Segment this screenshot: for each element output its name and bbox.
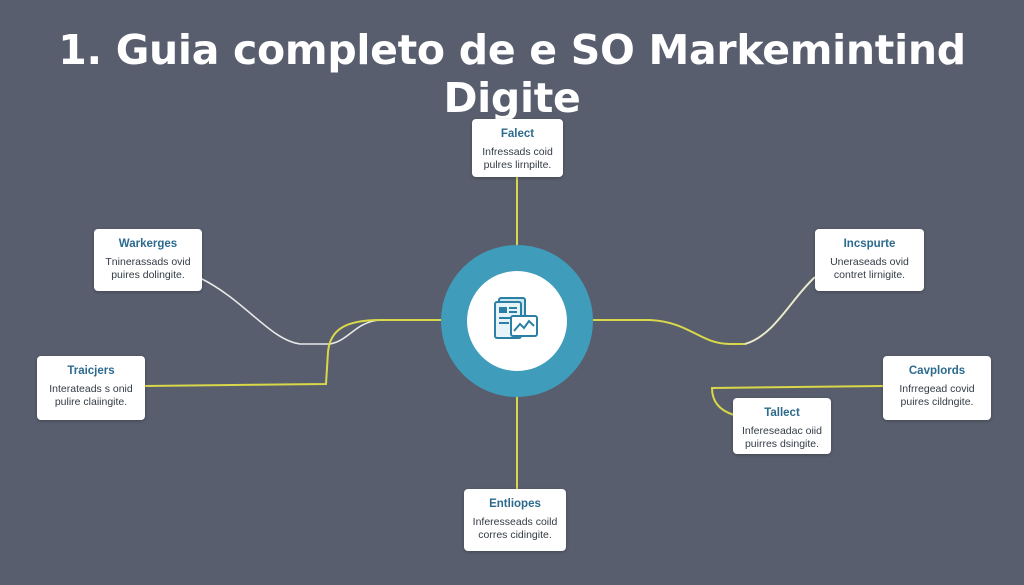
node-right-lower-title: Cavplords [908, 365, 966, 377]
node-top-line2: pulres lirnpilte. [483, 159, 552, 171]
node-left-upper-line1: Tninerassads ovid [105, 256, 191, 268]
hub-inner-circle [467, 271, 567, 371]
node-bottom-line2: corres cidingite. [478, 529, 552, 541]
node-top-title: Falect [500, 128, 535, 140]
node-left-upper: Warkerges Tninerassads ovid puires dolin… [94, 229, 202, 291]
page-title: 1. Guia completo de e SO Markemintind Di… [58, 26, 966, 122]
node-right-lower-line1: Infrregead covid [899, 383, 975, 395]
node-right-lower-line2: puires cildngite. [900, 396, 974, 408]
connector-left-upper [199, 277, 441, 345]
node-top: Falect Infressads coid pulres lirnpilte. [472, 119, 563, 177]
document-chart-icon [494, 297, 538, 339]
node-right-lower: Cavplords Infrregead covid puires cildng… [883, 356, 991, 420]
node-right-mid-title: Tallect [764, 407, 800, 419]
node-right-upper-line2: contret lirnigite. [833, 269, 906, 281]
node-right-upper: Incspurte Uneraseads ovid contret lirnig… [815, 229, 924, 291]
node-right-mid-line1: Infereseadac oiid [742, 425, 822, 437]
node-left-upper-line2: puires dolingite. [111, 269, 185, 281]
node-left-upper-title: Warkerges [118, 238, 178, 250]
node-left-lower-title: Traicjers [67, 365, 115, 377]
node-left-lower-line1: Interateads s onid [49, 383, 133, 395]
node-bottom-line1: Inferesseads coild [472, 516, 558, 528]
connector-right-upper [593, 276, 816, 345]
node-right-upper-line1: Uneraseads ovid [830, 256, 909, 268]
node-top-line1: Infressads coid [482, 146, 553, 158]
node-bottom-title: Entliopes [489, 498, 541, 510]
node-right-mid: Tallect Infereseadac oiid puirres dsingi… [733, 398, 831, 454]
central-hub [441, 245, 593, 397]
connector-right-lower [710, 385, 884, 416]
node-left-lower: Traicjers Interateads s onid pulire clai… [37, 356, 145, 420]
connector-right-upper-white [744, 276, 816, 345]
node-bottom: Entliopes Inferesseads coild corres cidi… [464, 489, 566, 551]
node-right-mid-line2: puirres dsingite. [744, 438, 820, 450]
node-left-lower-line2: pulire claiingite. [54, 396, 128, 408]
connector-left-yellow [143, 319, 441, 387]
node-right-upper-title: Incspurte [843, 238, 896, 250]
